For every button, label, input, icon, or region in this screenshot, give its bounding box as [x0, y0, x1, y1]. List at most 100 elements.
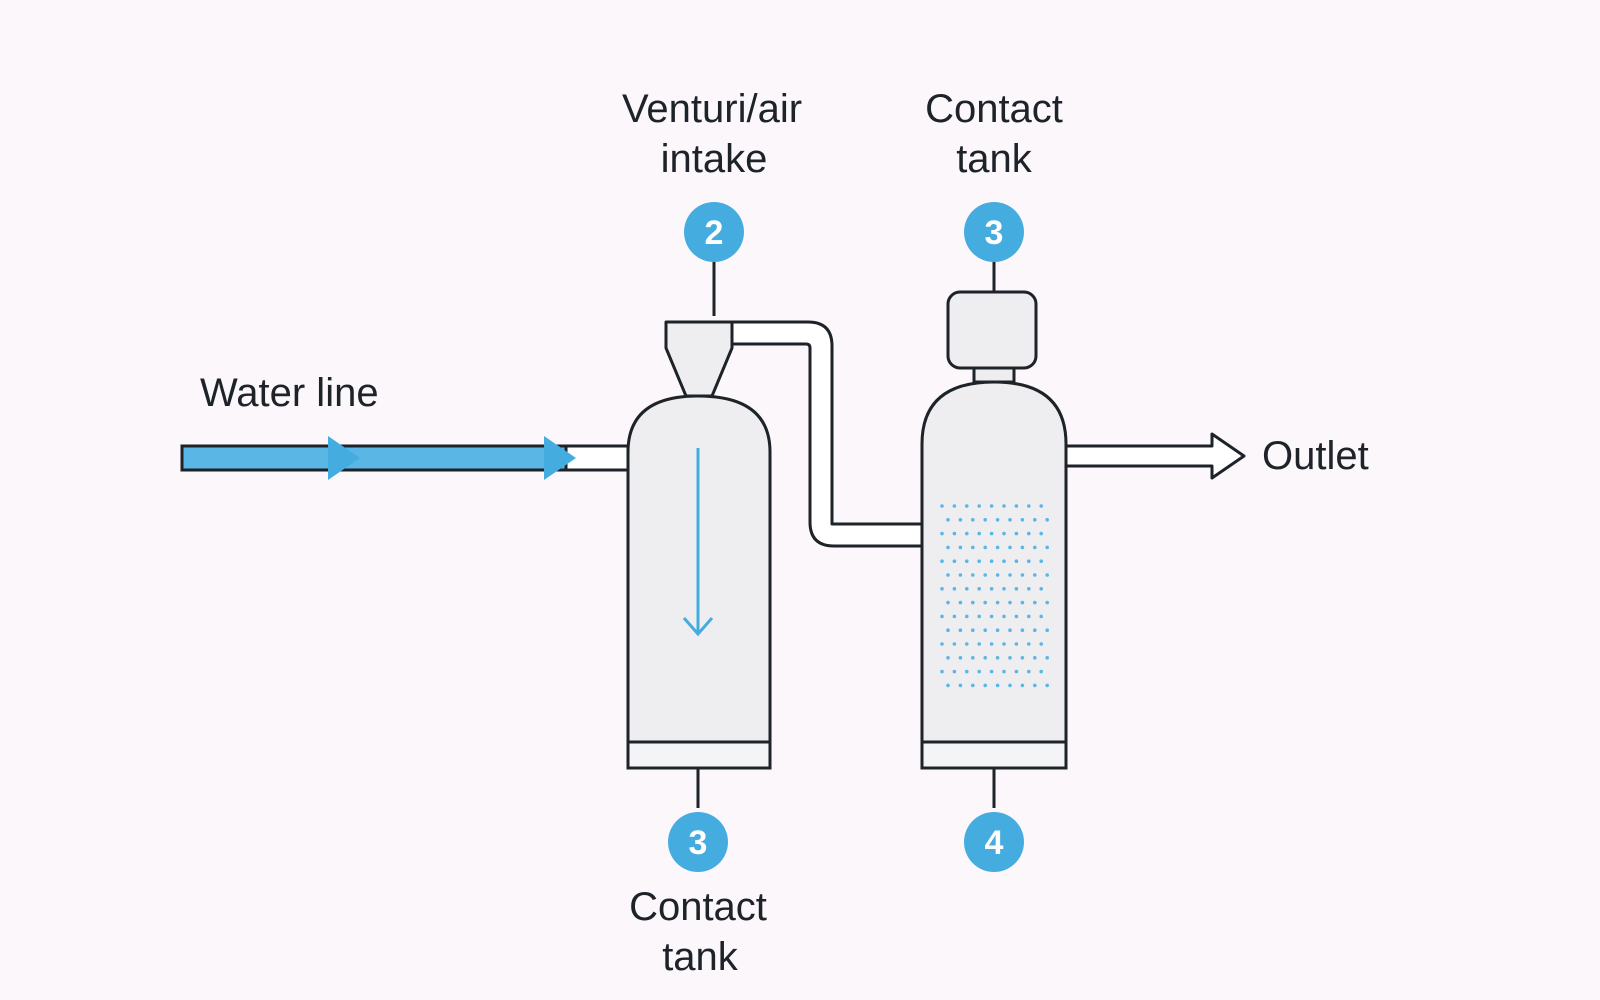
media-dot — [1027, 614, 1031, 619]
media-dot — [946, 545, 950, 550]
label-venturi-line2: intake — [661, 137, 768, 181]
media-dot — [952, 614, 957, 619]
media-dot — [971, 573, 975, 577]
media-dot — [1039, 559, 1043, 563]
media-dot — [1033, 628, 1037, 632]
media-dot — [1039, 642, 1043, 646]
media-dot — [965, 559, 969, 563]
media-dot — [952, 587, 957, 591]
media-dot — [1014, 531, 1019, 536]
media-dot — [940, 531, 944, 536]
media-dot — [952, 642, 957, 646]
media-dot — [1002, 587, 1006, 591]
media-dot — [940, 642, 944, 646]
media-dot — [995, 683, 1000, 688]
media-dot — [983, 600, 987, 605]
air-transfer-pipe — [728, 320, 924, 548]
label-outlet: Outlet — [1262, 434, 1369, 478]
media-dot — [946, 600, 950, 605]
media-dot — [1002, 504, 1006, 508]
media-dot — [995, 545, 1000, 550]
media-dot — [971, 656, 975, 660]
media-dot — [1002, 531, 1006, 536]
media-dot — [940, 559, 944, 563]
media-dot — [1027, 559, 1031, 563]
media-dot — [1014, 504, 1019, 508]
media-dot — [971, 518, 975, 522]
media-dot — [989, 669, 994, 674]
media-dot — [1002, 559, 1006, 563]
media-dot — [983, 656, 987, 660]
media-dot — [1045, 518, 1049, 522]
outlet-pipe — [1064, 432, 1246, 480]
media-dot — [1033, 600, 1037, 605]
media-dot — [965, 669, 969, 674]
media-dot — [958, 545, 963, 550]
media-dot — [940, 587, 944, 591]
media-dot — [965, 587, 969, 591]
media-dot — [965, 642, 969, 646]
badge-venturi: 2 — [684, 202, 744, 262]
media-dot — [977, 587, 981, 591]
media-dot — [983, 683, 987, 688]
media-dot — [1033, 656, 1037, 660]
media-dot — [965, 504, 969, 508]
tank-cap — [946, 290, 1038, 370]
media-dot — [983, 545, 987, 550]
media-dot — [995, 573, 1000, 577]
media-dot — [958, 683, 963, 688]
media-dot — [977, 559, 981, 563]
label-venturi-line1: Venturi/air — [622, 87, 802, 131]
filter-media-dots — [940, 504, 1049, 688]
badge-second-bottom: 4 — [964, 812, 1024, 872]
media-dot — [1045, 600, 1049, 605]
media-dot — [977, 531, 981, 536]
media-dot — [1008, 545, 1012, 550]
badge-number: 3 — [985, 214, 1004, 252]
media-dot — [1039, 504, 1043, 508]
media-dot — [958, 656, 963, 660]
media-dot — [952, 669, 957, 674]
label-contact-bottom-line1: Contact — [629, 885, 767, 929]
media-dot — [977, 614, 981, 619]
media-dot — [1033, 545, 1037, 550]
media-dot — [946, 628, 950, 632]
media-dot — [1014, 642, 1019, 646]
media-dot — [983, 628, 987, 632]
water-line-pipe — [180, 436, 630, 480]
media-dot — [1002, 614, 1006, 619]
venturi-intake-head — [664, 320, 734, 398]
media-dot — [952, 531, 957, 536]
media-dot — [1020, 600, 1025, 605]
label-contact-top-line2: tank — [956, 137, 1033, 181]
media-dot — [965, 614, 969, 619]
media-dot — [1002, 669, 1006, 674]
media-dot — [1045, 545, 1049, 550]
media-dot — [1039, 587, 1043, 591]
media-dot — [958, 600, 963, 605]
media-dot — [952, 504, 957, 508]
downflow-arrowhead-icon — [682, 617, 714, 637]
media-dot — [1008, 518, 1012, 522]
media-dot — [1027, 531, 1031, 536]
media-dot — [965, 531, 969, 536]
media-dot — [946, 518, 950, 522]
media-dot — [1014, 587, 1019, 591]
media-dot — [1039, 531, 1043, 536]
media-dot — [995, 656, 1000, 660]
media-dot — [989, 614, 994, 619]
media-dot — [1027, 642, 1031, 646]
media-dot — [995, 518, 1000, 522]
media-dot — [971, 545, 975, 550]
media-dot — [1008, 628, 1012, 632]
media-dot — [1045, 656, 1049, 660]
media-dot — [995, 600, 1000, 605]
media-dot — [940, 614, 944, 619]
media-dot — [1039, 669, 1043, 674]
media-dot — [958, 628, 963, 632]
media-dot — [989, 587, 994, 591]
media-dot — [1027, 587, 1031, 591]
media-dot — [1014, 614, 1019, 619]
media-dot — [977, 669, 981, 674]
